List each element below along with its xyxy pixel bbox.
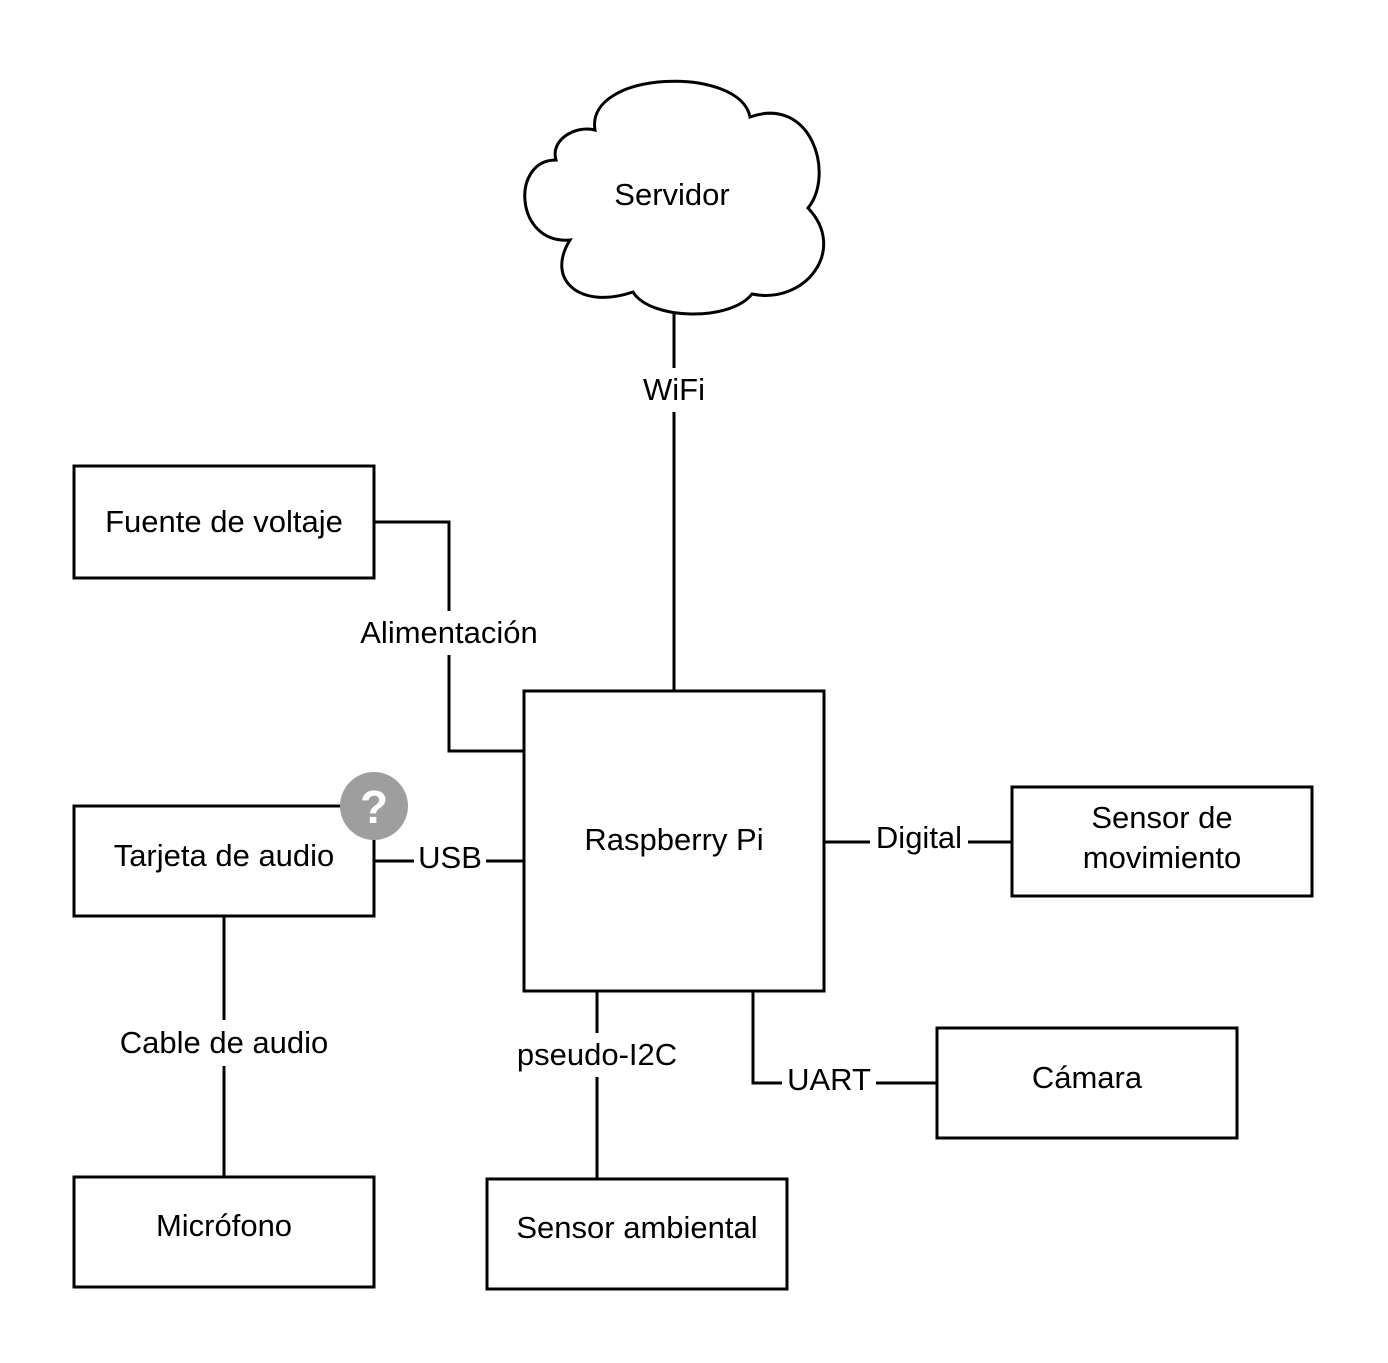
node-camera-label: Cámara xyxy=(1032,1060,1143,1095)
edge-pseudo-i2c-label: pseudo-I2C xyxy=(517,1037,677,1072)
cloud-shape xyxy=(523,79,826,316)
node-camera-box xyxy=(935,1026,1239,1140)
node-audio-card-box xyxy=(72,804,376,918)
edge-digital-label-bg xyxy=(870,816,968,860)
edge-power-label: Alimentación xyxy=(360,615,537,650)
edge-audio-cable-label-bg xyxy=(106,1020,342,1066)
node-raspberry-pi-box xyxy=(522,689,826,993)
node-server: Servidor xyxy=(523,79,826,316)
edge-uart-label-bg xyxy=(782,1058,876,1102)
node-ambient-sensor-box xyxy=(485,1177,789,1291)
edge-uart-label: UART xyxy=(787,1062,871,1097)
node-raspberry-pi-label: Raspberry Pi xyxy=(584,822,763,857)
node-motion-sensor: Sensor de movimiento xyxy=(1010,785,1314,898)
node-microphone: Micrófono xyxy=(72,1175,376,1289)
edge-wifi-label-bg xyxy=(638,368,710,412)
edge-digital-label: Digital xyxy=(876,820,962,855)
node-power-supply: Fuente de voltaje xyxy=(72,464,376,580)
edge-pseudo-i2c-label-bg xyxy=(506,1033,688,1077)
node-audio-card-label: Tarjeta de audio xyxy=(114,838,335,873)
edge-audio-cable-label: Cable de audio xyxy=(120,1025,329,1060)
node-motion-sensor-label-line-2: movimiento xyxy=(1083,840,1242,875)
node-ambient-sensor: Sensor ambiental xyxy=(485,1177,789,1291)
node-audio-card: Tarjeta de audio ? xyxy=(72,772,408,918)
node-raspberry-pi: Raspberry Pi xyxy=(522,689,826,993)
node-motion-sensor-label-line-1: Sensor de xyxy=(1091,800,1232,835)
node-server-label: Servidor xyxy=(614,177,729,212)
edge-power-label-bg xyxy=(350,611,548,655)
node-microphone-label: Micrófono xyxy=(156,1208,292,1243)
edge-wifi-label: WiFi xyxy=(643,372,705,407)
svg-text:?: ? xyxy=(360,781,388,833)
node-motion-sensor-box xyxy=(1010,785,1314,898)
node-microphone-box xyxy=(72,1175,376,1289)
node-power-supply-box xyxy=(72,464,376,580)
question-mark-icon: ? xyxy=(340,772,408,840)
node-camera: Cámara xyxy=(935,1026,1239,1140)
edge-usb-label-bg xyxy=(414,836,486,880)
node-ambient-sensor-label: Sensor ambiental xyxy=(516,1210,757,1245)
node-power-supply-label: Fuente de voltaje xyxy=(105,504,343,539)
edge-usb-label: USB xyxy=(418,840,482,875)
